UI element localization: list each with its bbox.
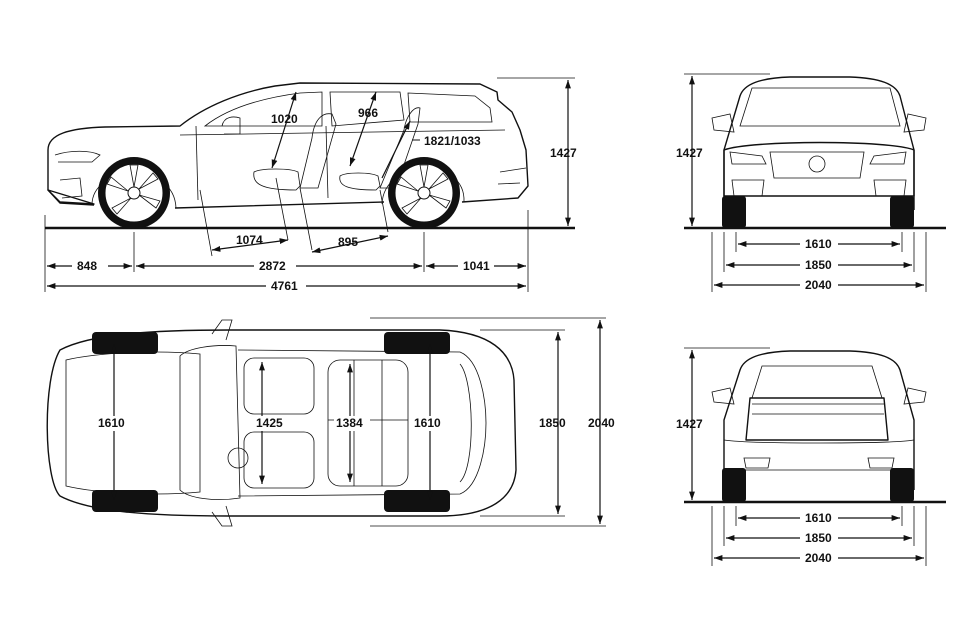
rear-legroom-label: 895 [338, 235, 358, 249]
top-width-mirrors-label: 2040 [588, 416, 615, 430]
side-front-wheel [98, 157, 170, 229]
top-view-car-body [46, 329, 517, 517]
rear-view-car-body [723, 350, 915, 490]
top-view: 1610 1425 1384 1610 1850 2040 [46, 317, 615, 527]
front-overhang-label: 848 [77, 259, 97, 273]
rear-overhang-label: 1041 [463, 259, 490, 273]
side-height-label: 1427 [550, 146, 577, 160]
rear-headroom-label: 966 [358, 106, 378, 120]
front-width-mirrors-label: 2040 [805, 278, 832, 292]
front-view-car-body [723, 76, 915, 210]
front-headroom-label: 1020 [271, 112, 298, 126]
top-front-track-label: 1610 [98, 416, 125, 430]
wheelbase-label: 2872 [259, 259, 286, 273]
rear-height-label: 1427 [676, 417, 703, 431]
length-label: 4761 [271, 279, 298, 293]
side-view: 1020 966 1821/1033 1074 895 1427 848 287… [44, 77, 577, 293]
side-rear-wheel [388, 157, 460, 229]
top-rear-track-label: 1610 [414, 416, 441, 430]
rear-track-label: 1610 [805, 511, 832, 525]
front-shoulder-label: 1425 [256, 416, 283, 430]
front-height-label: 1427 [676, 146, 703, 160]
rear-shoulder-label: 1384 [336, 416, 363, 430]
top-width-label: 1850 [539, 416, 566, 430]
front-track-label: 1610 [805, 237, 832, 251]
rear-width-label: 1850 [805, 531, 832, 545]
front-legroom-label: 1074 [236, 233, 263, 247]
front-view: 1427 1610 1850 2040 [676, 73, 946, 292]
rear-view: 1427 1610 1850 2040 [676, 347, 946, 566]
cargo-height-label: 1821/1033 [424, 134, 481, 148]
front-width-label: 1850 [805, 258, 832, 272]
rear-width-mirrors-label: 2040 [805, 551, 832, 565]
